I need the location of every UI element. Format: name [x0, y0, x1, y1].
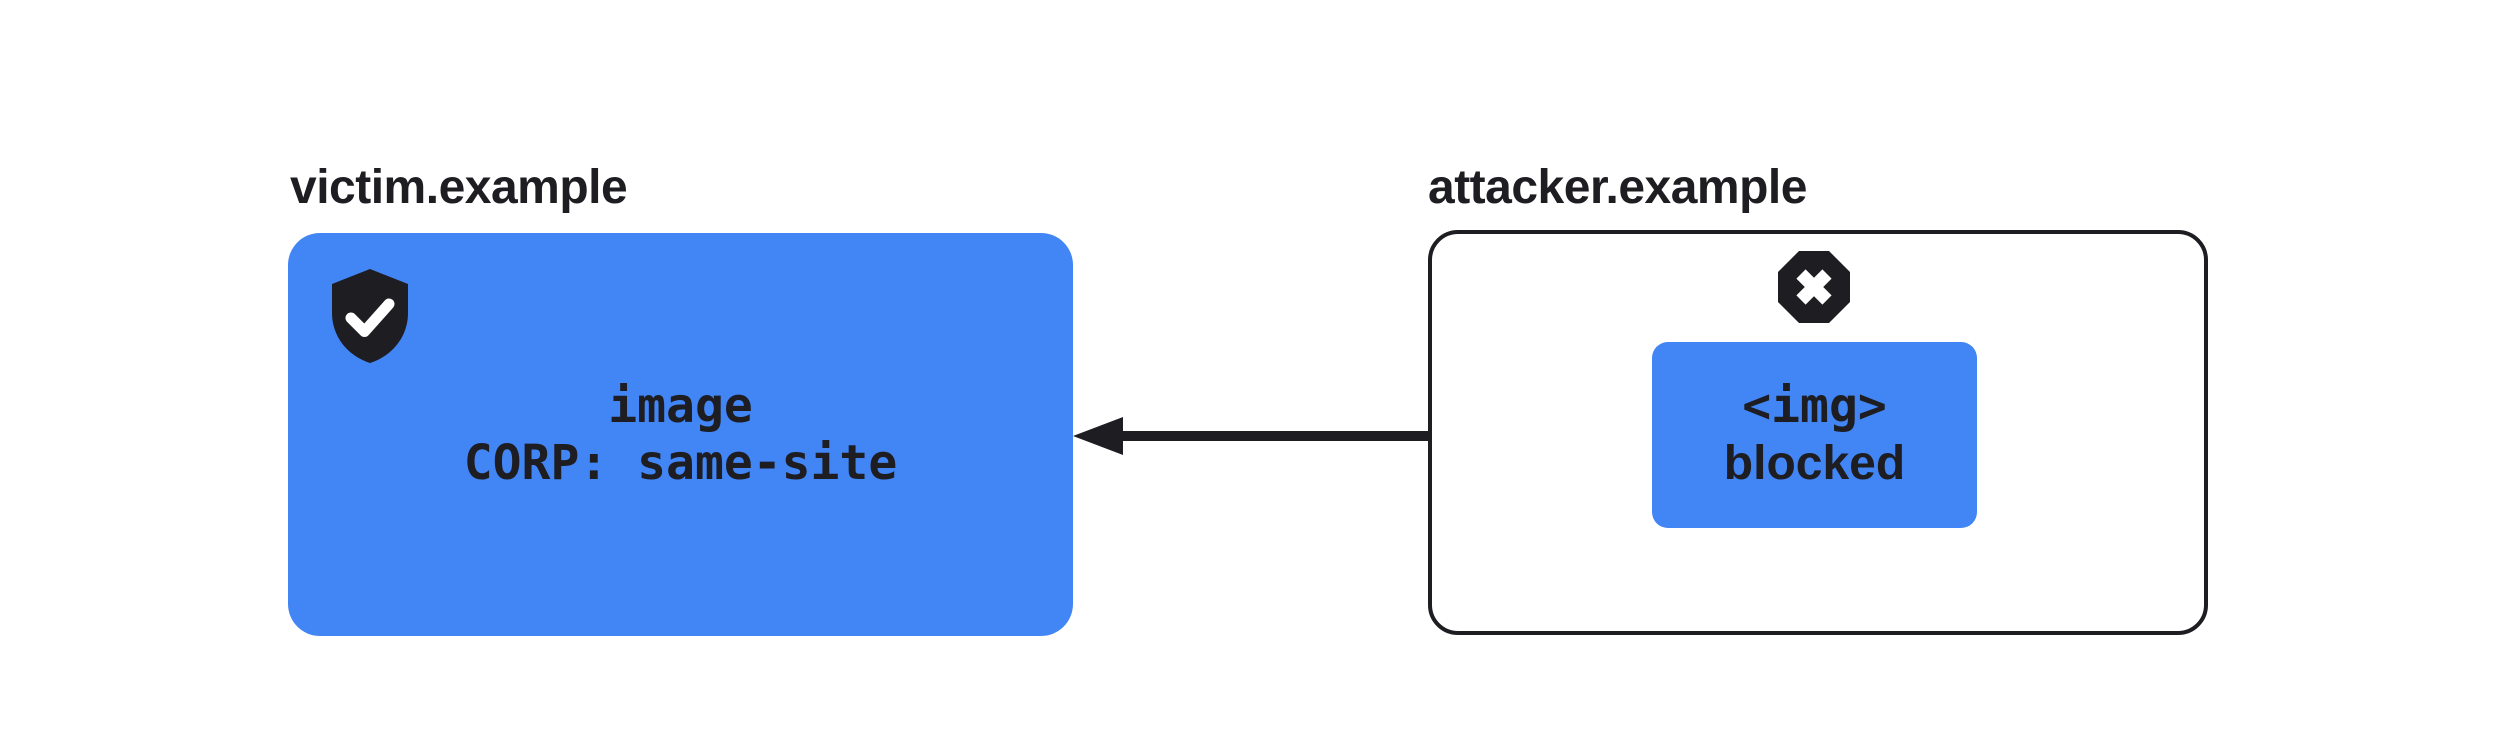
corp-header-label: CORP: same-site	[463, 434, 898, 491]
blocked-status-label: blocked	[1723, 437, 1906, 490]
request-arrow-head-icon	[1073, 417, 1123, 455]
victim-site-label: victim.example	[290, 161, 628, 214]
shield-check-icon	[332, 269, 408, 363]
resource-type-label: image	[608, 377, 753, 434]
request-arrow-line	[1116, 431, 1654, 441]
victim-resource-text: image CORP: same-site	[288, 233, 1073, 636]
attacker-site-label: attacker.example	[1428, 161, 1807, 214]
img-tag-label: <img>	[1742, 378, 1887, 434]
octagon-x-icon	[1778, 251, 1850, 323]
img-request-box: <img> blocked	[1652, 342, 1977, 528]
victim-resource-box: image CORP: same-site	[288, 233, 1073, 636]
